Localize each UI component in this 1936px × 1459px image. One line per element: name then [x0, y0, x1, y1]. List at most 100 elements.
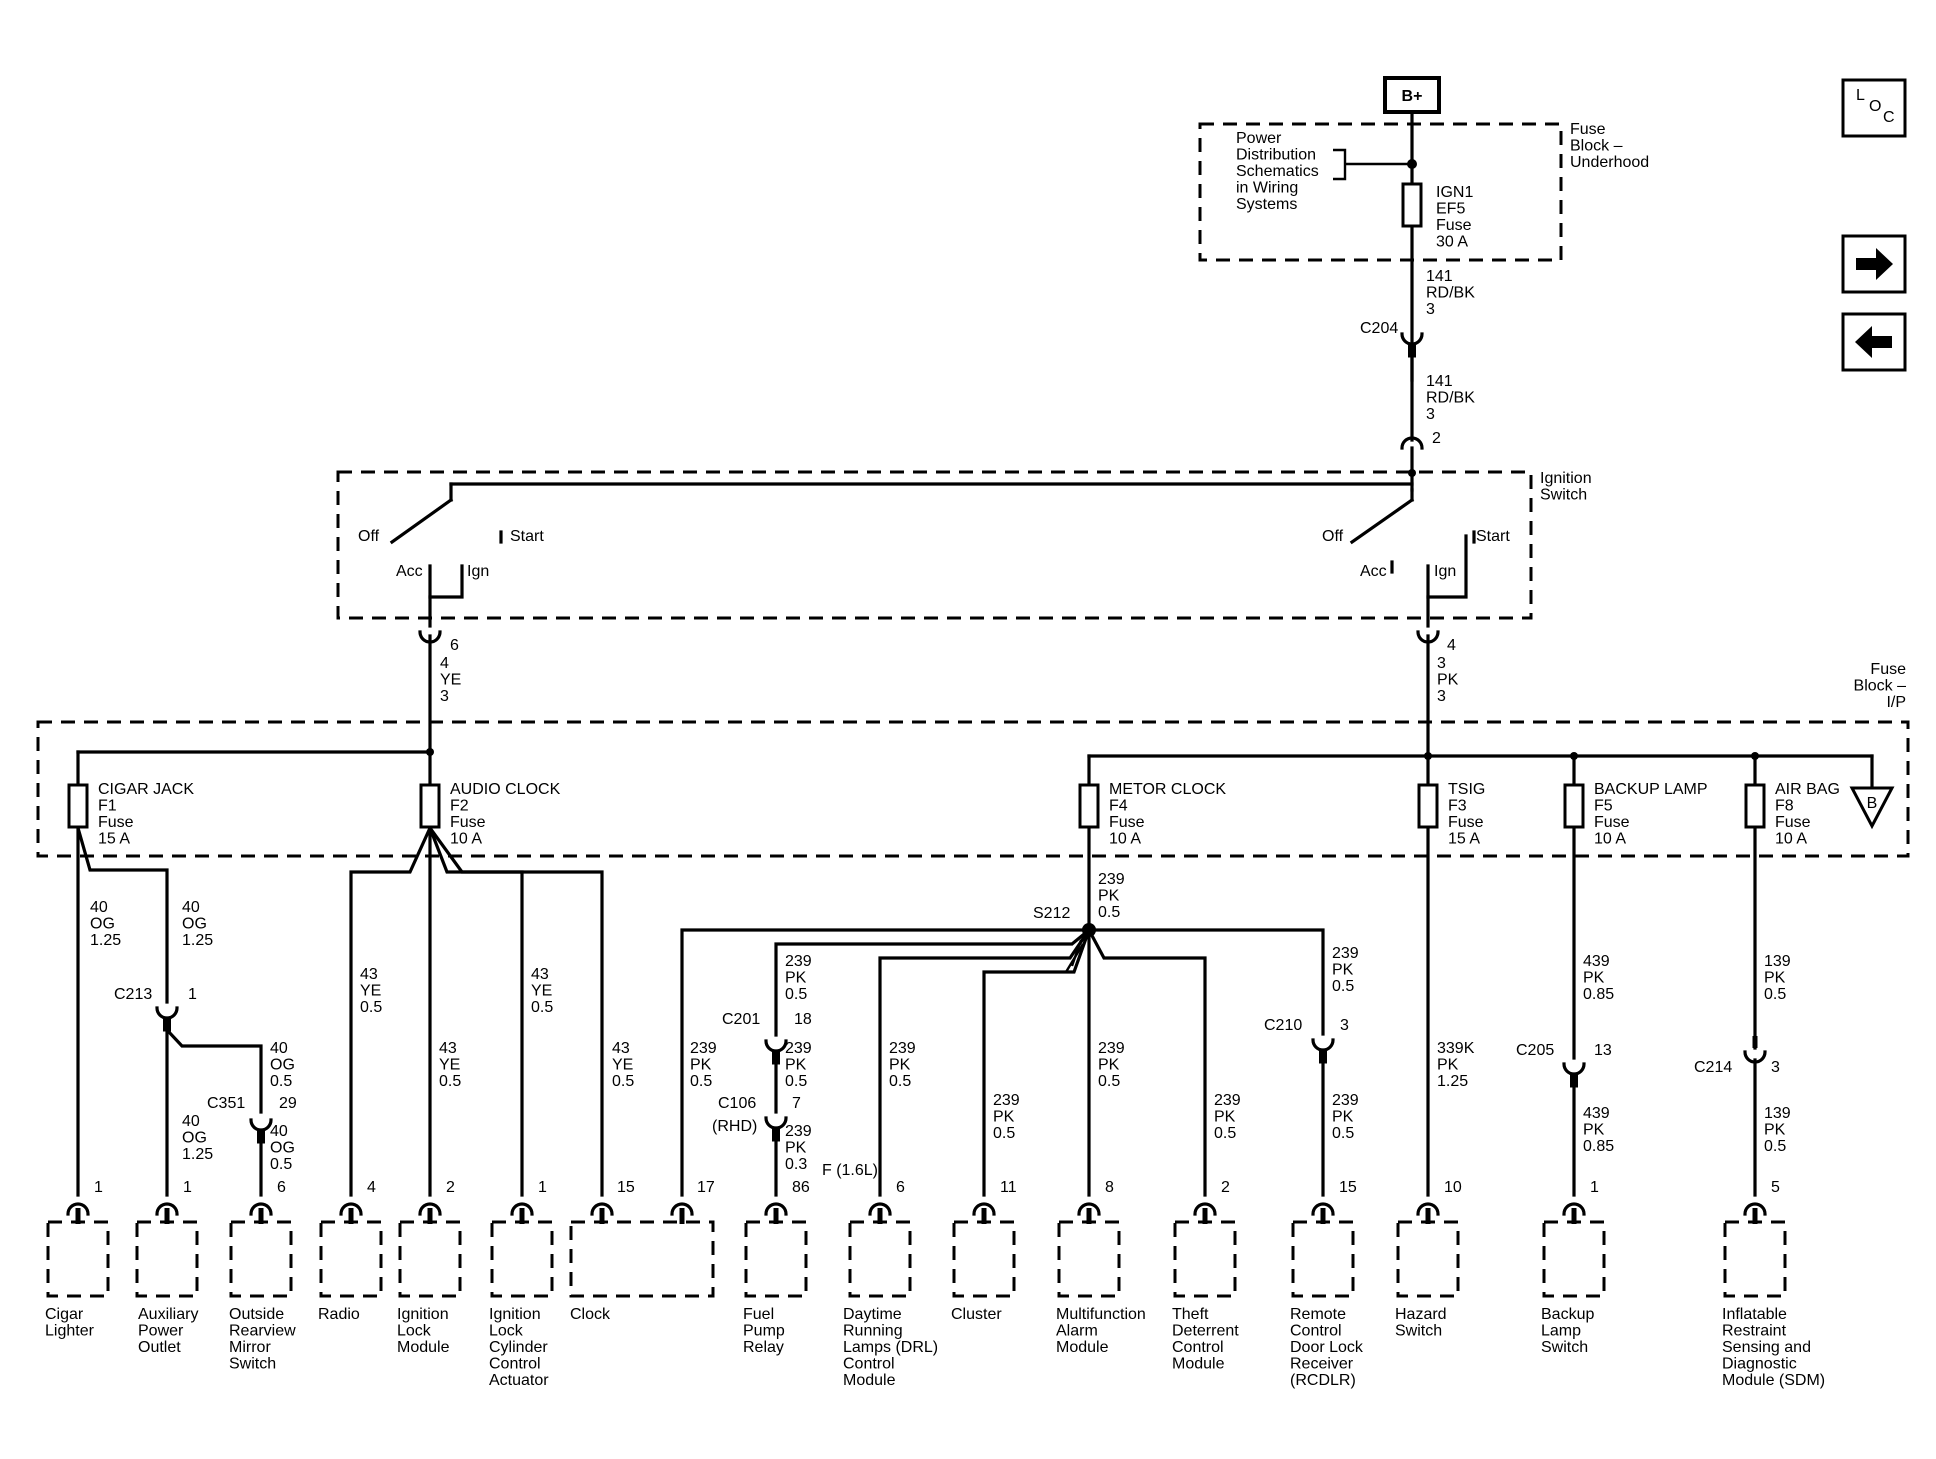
- fuse-f1-label: Fuse: [98, 814, 134, 831]
- wire-label-f2-ignlock: 0.5: [439, 1073, 461, 1090]
- component-cigar-lighter-pin-cup: [66, 1202, 90, 1216]
- wire-3-pk-3: 3: [1437, 655, 1446, 672]
- fuse-f1-label: CIGAR JACK: [98, 781, 194, 798]
- component-ignition-lock-module-label: Ignition: [397, 1306, 449, 1323]
- component-rcdlr-label: Door Lock: [1290, 1339, 1364, 1356]
- component-fuel-pump-relay-label: Fuel: [743, 1306, 774, 1323]
- component-hazard-switch-label: Switch: [1395, 1323, 1442, 1340]
- fuse-f3-label: 15 A: [1448, 831, 1480, 848]
- fuse-ef5-label: 30 A: [1436, 234, 1468, 251]
- loc-icon-letter: L: [1856, 87, 1865, 104]
- component-cigar-lighter-box: [46, 1220, 110, 1298]
- component-cluster-pin-label: 11: [1000, 1179, 1017, 1196]
- component-lock-cylinder-actuator-label: Ignition: [489, 1306, 541, 1323]
- component-clock-box: [569, 1220, 715, 1298]
- component-radio-pin: [348, 1208, 354, 1224]
- f1-to-c213: [76, 826, 169, 1004]
- connector-c201-label: C201: [722, 1011, 760, 1028]
- wire-label-f3-hazard: 339K: [1437, 1040, 1475, 1057]
- fuse-ef5: [1401, 182, 1423, 228]
- f2-to-actuator: [427, 825, 524, 1197]
- f2-to-radio: [349, 825, 433, 1197]
- component-cigar-lighter-label: Lighter: [45, 1323, 95, 1340]
- next-page-button[interactable]: [1841, 234, 1907, 294]
- component-clock-pin-17-pin-cup: [670, 1202, 694, 1216]
- component-backup-lamp-switch-pin-cup: [1562, 1202, 1586, 1216]
- power-distribution-note: Systems: [1236, 196, 1297, 213]
- component-fuel-pump-relay-label: Pump: [743, 1323, 785, 1340]
- connector-c205-pin: 13: [1594, 1042, 1612, 1059]
- s212-to-cluster: [982, 927, 1092, 1197]
- arrow-left-icon: [1855, 326, 1892, 358]
- component-ignition-lock-module-label: Module: [397, 1339, 450, 1356]
- component-hazard-switch-pin: [1425, 1208, 1431, 1224]
- component-cigar-lighter-pin: [75, 1208, 81, 1224]
- component-rcdlr-label: Receiver: [1290, 1356, 1354, 1373]
- component-rcdlr-box: [1291, 1220, 1355, 1298]
- fuse-f8-label: Fuse: [1775, 814, 1811, 831]
- component-mirror-switch-pin-cup: [249, 1202, 273, 1216]
- fuse-f4-label: F4: [1109, 798, 1128, 815]
- wire-3-pk-3: PK: [1437, 672, 1459, 689]
- component-mirror-switch-pin: [258, 1208, 264, 1224]
- wire-label-c205-backup: 439: [1583, 1105, 1610, 1122]
- component-cluster-pin-cup: [972, 1202, 996, 1216]
- wire-label-s212-theft: 0.5: [1214, 1125, 1236, 1142]
- wire-141-rd-bk-upper: 141: [1426, 268, 1453, 285]
- connector-c351-pin: [257, 1128, 265, 1144]
- previous-page-frame: [1841, 312, 1907, 372]
- component-sdm-box: [1723, 1220, 1787, 1298]
- component-fuel-pump-relay-label: Relay: [743, 1339, 784, 1356]
- component-drl-module-label: Running: [843, 1323, 903, 1340]
- component-drl-module-label: Control: [843, 1356, 895, 1373]
- wire-label-c214-sdm: 139: [1764, 1105, 1791, 1122]
- connector-c214-label: C214: [1694, 1059, 1732, 1076]
- connector-c106-pin: 7: [792, 1095, 801, 1112]
- wire-label-c205-backup: 0.85: [1583, 1138, 1614, 1155]
- left-acc-ign-jumper: [428, 564, 464, 599]
- wire-label-s212-c210: PK: [1332, 962, 1354, 979]
- wire-label-c210-rcdlr: 239: [1332, 1092, 1359, 1109]
- fuse-f5-label: Fuse: [1594, 814, 1630, 831]
- component-drl-module-pin-cup: [868, 1202, 892, 1216]
- component-theft-module-pin-label: 2: [1221, 1179, 1230, 1196]
- component-radio-pin-label: 4: [367, 1179, 376, 1196]
- fuse-f8-label: F8: [1775, 798, 1794, 815]
- wire-label-f5-c205: 439: [1583, 953, 1610, 970]
- component-aux-power-outlet-pin-cup: [155, 1202, 179, 1216]
- wire-label-c106-relay: PK: [785, 1140, 807, 1157]
- wire-label-f5-c205: 0.85: [1583, 986, 1614, 1003]
- component-radio-pin-cup: [339, 1202, 363, 1216]
- component-lock-cylinder-actuator-pin-label: 1: [538, 1179, 547, 1196]
- fuse-f8-label: AIR BAG: [1775, 781, 1840, 798]
- component-hazard-switch-label: Hazard: [1395, 1306, 1447, 1323]
- component-rcdlr-pin-label: 15: [1339, 1179, 1357, 1196]
- fuse-f4-label: METOR CLOCK: [1109, 781, 1226, 798]
- s212-to-theft: [1086, 927, 1207, 1197]
- component-lock-cylinder-actuator-label: Cylinder: [489, 1339, 548, 1356]
- fuse-ef5-label: IGN1: [1436, 184, 1473, 201]
- fuse-block-ip-title: Fuse: [1870, 661, 1906, 678]
- wire-label-c213-c351: 0.5: [270, 1073, 292, 1090]
- right-acc-label: Acc: [1360, 563, 1387, 580]
- wire-label-s212-c210: 0.5: [1332, 978, 1354, 995]
- wire-label-c351-mirror: OG: [270, 1140, 295, 1157]
- ignition-switch-boundary: [336, 470, 1533, 620]
- loc-icon-letter: C: [1883, 109, 1895, 126]
- fuse-f5: [1563, 783, 1585, 829]
- splice-fan: [1064, 943, 1085, 973]
- component-backup-lamp-switch-label: Switch: [1541, 1339, 1588, 1356]
- wire-label-c201-c106: 0.5: [785, 1073, 807, 1090]
- component-rcdlr-label: Control: [1290, 1323, 1342, 1340]
- wire-label-s212-drl: PK: [889, 1057, 911, 1074]
- component-fuel-pump-relay-pin-cup: [764, 1202, 788, 1216]
- previous-page-button[interactable]: [1841, 312, 1907, 372]
- wire-3-pk-3: 3: [1437, 688, 1446, 705]
- wire-141-rd-bk-lower: 3: [1426, 406, 1435, 423]
- component-hazard-switch-box: [1396, 1220, 1460, 1298]
- wire-label-c213-outlet: 40: [182, 1113, 200, 1130]
- component-sdm-label: Restraint: [1722, 1323, 1787, 1340]
- component-fuel-pump-relay-box: [744, 1220, 808, 1298]
- wire-label-c210-rcdlr: PK: [1332, 1109, 1354, 1126]
- component-clock-pin-17-pin: [679, 1208, 685, 1224]
